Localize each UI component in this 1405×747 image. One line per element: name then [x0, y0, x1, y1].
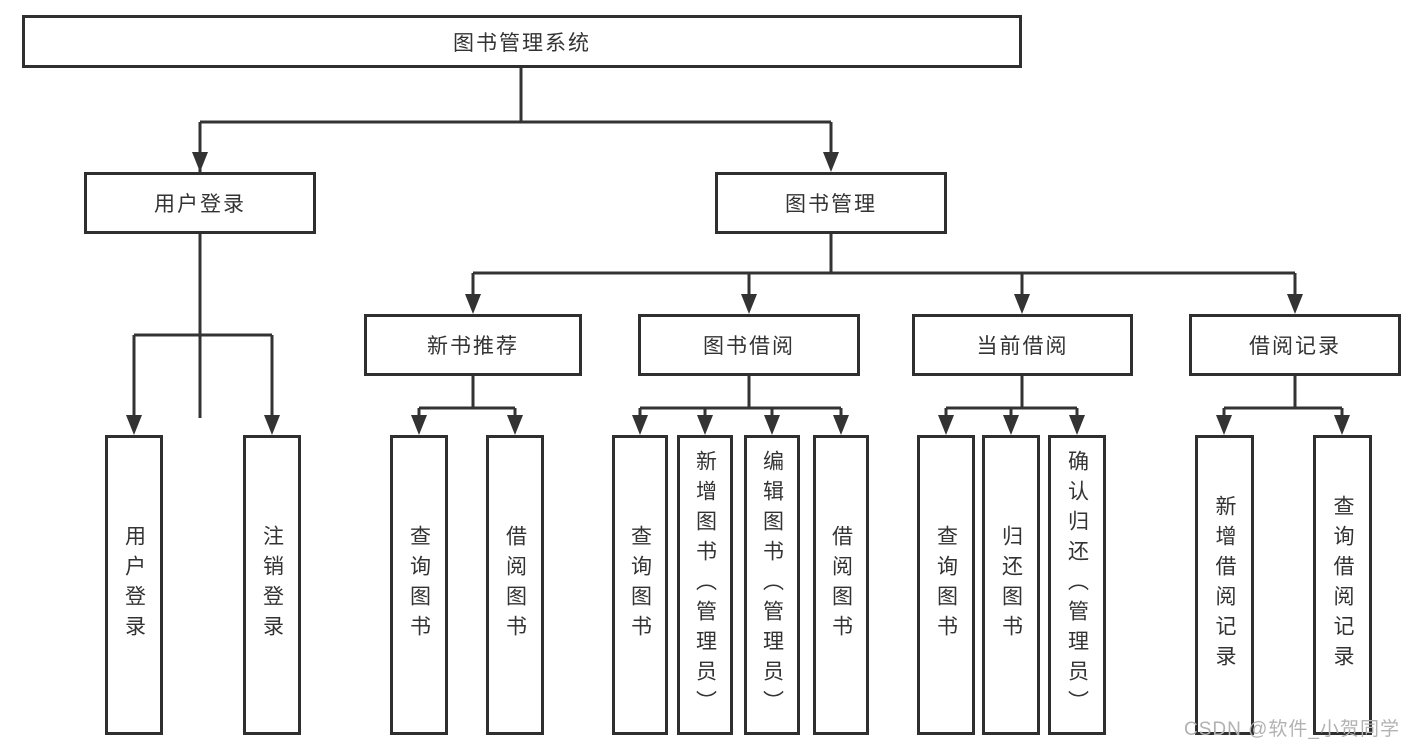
arrow-down-icon [192, 152, 208, 172]
leaf-logout: 注销登录 [243, 435, 301, 735]
leaf-borrow-books: 借阅图书 [813, 435, 869, 735]
leaf-return-books: 归还图书 [982, 435, 1040, 735]
node-borrowing-records-label: 借阅记录 [1249, 335, 1341, 358]
node-book-management-label: 图书管理 [785, 193, 877, 216]
arrow-down-icon [1069, 415, 1085, 435]
arrow-down-icon [764, 415, 780, 435]
leaf-confirm-return-admin: 确认归还（管理员） [1048, 435, 1106, 735]
node-root-label: 图书管理系统 [453, 31, 591, 55]
csdn-watermark: CSDN @软件_小贺同学 [1184, 719, 1400, 740]
leaf-label: 查询借阅记录 [1331, 495, 1354, 675]
arrowhead-icons [126, 152, 1350, 435]
arrow-down-icon [1003, 415, 1019, 435]
leaf-label: 新增借阅记录 [1213, 495, 1236, 675]
arrow-down-icon [938, 415, 954, 435]
node-book-management: 图书管理 [715, 172, 947, 234]
arrow-down-icon [507, 415, 523, 435]
arrow-down-icon [264, 415, 280, 435]
node-borrowing-records: 借阅记录 [1189, 314, 1401, 376]
leaf-borrow-books-recommend: 借阅图书 [486, 435, 544, 735]
node-user-login-label: 用户登录 [154, 193, 246, 216]
node-book-borrowing-label: 图书借阅 [703, 335, 795, 358]
connector-paths [132, 68, 1344, 419]
arrow-down-icon [823, 152, 839, 172]
arrow-down-icon [833, 415, 849, 435]
node-book-borrowing: 图书借阅 [638, 314, 860, 376]
node-user-login: 用户登录 [84, 172, 316, 234]
leaf-query-books-recommend: 查询图书 [390, 435, 448, 735]
arrow-down-icon [411, 415, 427, 435]
arrow-down-icon [697, 415, 713, 435]
leaf-add-book-admin: 新增图书（管理员） [677, 435, 733, 735]
leaf-label: 确认归还（管理员） [1065, 450, 1089, 720]
leaf-label: 查询图书 [407, 525, 431, 645]
leaf-label: 编辑图书（管理员） [760, 450, 784, 720]
leaf-user-login: 用户登录 [105, 435, 163, 735]
node-new-book-recommendation: 新书推荐 [364, 314, 582, 376]
arrow-down-icon [741, 294, 757, 314]
arrow-down-icon [1287, 294, 1303, 314]
leaf-label: 用户登录 [122, 525, 146, 645]
leaf-label: 查询图书 [934, 525, 958, 645]
leaf-label: 注销登录 [260, 525, 284, 645]
node-root: 图书管理系统 [22, 15, 1022, 68]
leaf-label: 查询图书 [628, 525, 652, 645]
leaf-edit-book-admin: 编辑图书（管理员） [744, 435, 800, 735]
leaf-label: 新增图书（管理员） [693, 450, 717, 720]
arrow-down-icon [1014, 294, 1030, 314]
leaf-label: 借阅图书 [503, 525, 527, 645]
leaf-query-borrow-record: 查询借阅记录 [1313, 435, 1372, 735]
arrow-down-icon [126, 415, 142, 435]
arrow-down-icon [632, 415, 648, 435]
node-current-borrowing: 当前借阅 [912, 314, 1133, 376]
node-current-borrowing-label: 当前借阅 [976, 335, 1069, 358]
arrow-down-icon [1334, 415, 1350, 435]
leaf-query-books-borrow: 查询图书 [612, 435, 668, 735]
leaf-query-books-current: 查询图书 [917, 435, 975, 735]
leaf-add-borrow-record: 新增借阅记录 [1195, 435, 1254, 735]
arrow-down-icon [465, 294, 481, 314]
leaf-label: 借阅图书 [829, 525, 853, 645]
leaf-label: 归还图书 [999, 525, 1023, 645]
arrow-down-icon [1216, 415, 1232, 435]
node-new-book-recommendation-label: 新书推荐 [427, 335, 519, 358]
